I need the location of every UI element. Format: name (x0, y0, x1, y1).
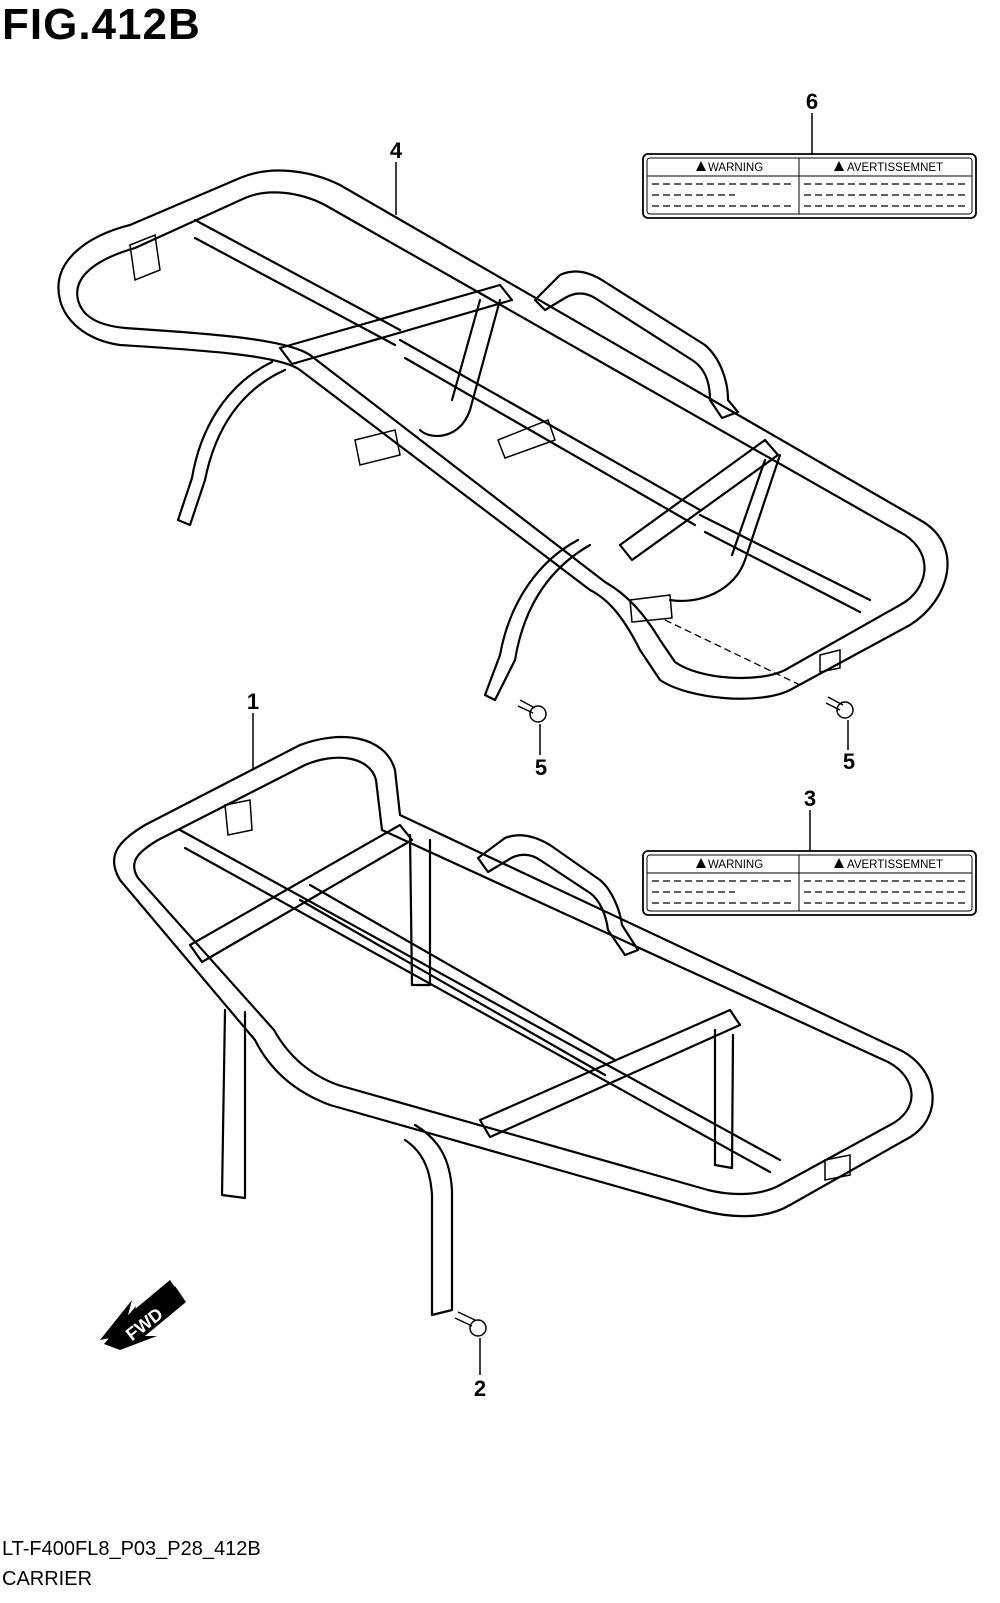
warning-label-bottom: WARNING AVERTISSEMNET (642, 850, 977, 916)
warning-triangle-icon (696, 858, 706, 868)
figure-title: FIG.412B (2, 0, 201, 49)
bolt-5-left (517, 699, 547, 755)
callout-5-right: 5 (843, 749, 855, 774)
fwd-arrow-icon: FWD (100, 1280, 186, 1350)
warning-triangle-icon (834, 161, 844, 171)
callout-4: 4 (390, 138, 403, 163)
footer-figure-code: LT-F400FL8_P03_P28_412B (2, 1538, 261, 1560)
callout-2: 2 (474, 1376, 486, 1401)
callout-leaders (252, 113, 813, 851)
bolt-2 (454, 1311, 487, 1375)
front-carrier-frame (113, 735, 934, 1317)
callout-3: 3 (804, 786, 816, 811)
warning-heading-right: AVERTISSEMNET (847, 162, 943, 174)
warning-heading-left: WARNING (708, 162, 763, 174)
rear-carrier-frame (57, 169, 949, 702)
warning-heading-right: AVERTISSEMNET (847, 859, 943, 871)
callout-6: 6 (806, 89, 818, 114)
callout-5-left: 5 (535, 755, 547, 780)
warning-heading-left: WARNING (708, 859, 763, 871)
footer-section-name: CARRIER (2, 1568, 93, 1590)
callout-1: 1 (247, 689, 259, 714)
warning-triangle-icon (696, 161, 706, 171)
warning-triangle-icon (834, 858, 844, 868)
warning-label-top: WARNING AVERTISSEMNET (642, 153, 977, 219)
bolt-5-right (825, 696, 854, 750)
